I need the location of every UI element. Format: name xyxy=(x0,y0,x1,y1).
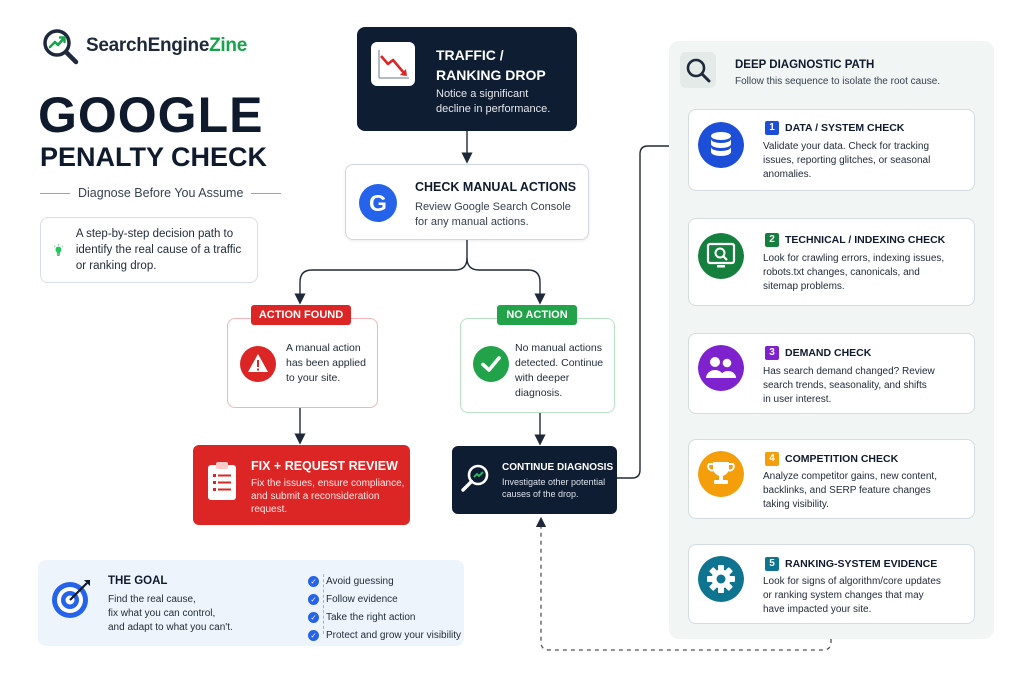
database-icon xyxy=(698,122,744,168)
checklist-item: ✓Follow evidence xyxy=(308,590,461,608)
intro-card: A step-by-step decision path to identify… xyxy=(40,217,258,283)
no-action-badge: NO ACTION xyxy=(497,305,577,325)
step-number: 5 xyxy=(765,557,779,571)
continue-title: CONTINUE DIAGNOSIS xyxy=(502,462,614,473)
step-data-system-check: 1 DATA / SYSTEM CHECK Validate your data… xyxy=(688,109,975,191)
page-title-secondary: PENALTY CHECK xyxy=(40,142,268,172)
manual-title: CHECK MANUAL ACTIONS xyxy=(415,180,577,194)
target-icon xyxy=(52,580,90,618)
search-icon xyxy=(680,52,716,88)
intro-text: A step-by-step decision path to identify… xyxy=(75,228,242,272)
brand-logo: SearchEngineZine xyxy=(40,26,247,66)
magnifier-chart-icon xyxy=(43,29,79,65)
google-icon: G xyxy=(359,184,397,222)
step-number: 2 xyxy=(765,233,779,247)
deep-title: DEEP DIAGNOSTIC PATH xyxy=(735,59,875,71)
goal-card: THE GOAL Find the real cause,fix what yo… xyxy=(38,560,464,646)
goal-divider xyxy=(323,574,324,634)
page-subtitle: Diagnose Before You Assume xyxy=(40,186,282,200)
check-icon: ✓ xyxy=(308,575,319,587)
step-desc: Look for signs of algorithm/core updates… xyxy=(763,576,941,615)
check-circle-icon xyxy=(473,346,509,382)
step-title: COMPETITION CHECK xyxy=(785,453,899,465)
fix-request-review-card: FIX + REQUEST REVIEW Fix the issues, ens… xyxy=(193,445,410,525)
users-icon xyxy=(698,345,744,391)
brand-name: SearchEngineZine xyxy=(86,35,247,56)
fix-title: FIX + REQUEST REVIEW xyxy=(251,459,398,473)
deep-desc: Follow this sequence to isolate the root… xyxy=(735,76,941,87)
step-competition-check: 4 COMPETITION CHECK Analyze competitor g… xyxy=(688,439,975,519)
step-desc: Analyze competitor gains, new content,ba… xyxy=(763,471,937,510)
step-technical-indexing-check: 2 TECHNICAL / INDEXING CHECK Look for cr… xyxy=(688,218,975,306)
clipboard-icon xyxy=(208,462,236,500)
traffic-drop-card: TRAFFIC /RANKING DROP Notice a significa… xyxy=(357,27,577,131)
step-title: DEMAND CHECK xyxy=(785,347,872,359)
step-title: RANKING-SYSTEM EVIDENCE xyxy=(785,558,938,570)
step-title: DATA / SYSTEM CHECK xyxy=(785,122,905,134)
step-demand-check: 3 DEMAND CHECK Has search demand changed… xyxy=(688,333,975,414)
gear-icon xyxy=(698,556,744,602)
trophy-icon xyxy=(698,451,744,497)
action-found-badge: ACTION FOUND xyxy=(251,305,351,325)
step-number: 1 xyxy=(765,121,779,135)
connector-manual-split xyxy=(294,240,546,305)
checklist-item: ✓Take the right action xyxy=(308,608,461,626)
step-number: 3 xyxy=(765,346,779,360)
declining-chart-icon xyxy=(371,42,415,86)
check-icon: ✓ xyxy=(308,629,319,641)
lightbulb-icon xyxy=(54,244,63,256)
page-title: GOOGLE xyxy=(38,87,264,143)
warning-icon xyxy=(240,346,276,382)
checklist-item: ✓Protect and grow your visibility xyxy=(308,626,461,644)
step-title: TECHNICAL / INDEXING CHECK xyxy=(785,234,946,246)
step-ranking-system-evidence: 5 RANKING-SYSTEM EVIDENCE Look for signs… xyxy=(688,544,975,624)
continue-diagnosis-card: CONTINUE DIAGNOSIS Investigate other pot… xyxy=(452,446,617,514)
step-number: 4 xyxy=(765,452,779,466)
check-icon: ✓ xyxy=(308,593,319,605)
magnifier-icon xyxy=(461,464,489,492)
check-icon: ✓ xyxy=(308,611,319,623)
monitor-search-icon xyxy=(698,233,744,279)
svg-text:G: G xyxy=(369,190,387,216)
goal-desc: Find the real cause,fix what you can con… xyxy=(108,594,233,633)
goal-checklist: ✓Avoid guessing ✓Follow evidence ✓Take t… xyxy=(308,572,461,644)
fix-desc: Fix the issues, ensure compliance,and su… xyxy=(251,478,405,515)
step-desc: Look for crawling errors, indexing issue… xyxy=(763,253,945,292)
traffic-title: TRAFFIC /RANKING DROP xyxy=(436,47,546,83)
checklist-item: ✓Avoid guessing xyxy=(308,572,461,590)
goal-title: THE GOAL xyxy=(108,575,168,587)
check-manual-actions-card: G CHECK MANUAL ACTIONS Review Google Sea… xyxy=(345,164,589,240)
